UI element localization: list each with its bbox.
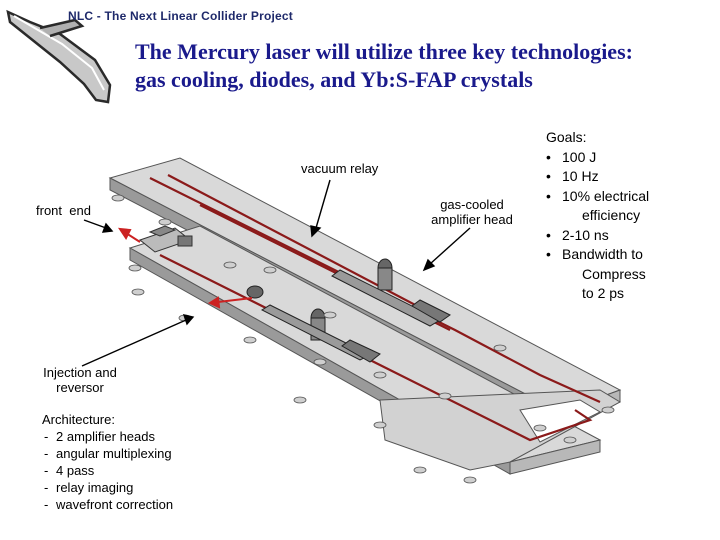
goal-item-continuation: Compress xyxy=(582,265,646,282)
amplifier-heads xyxy=(246,258,451,363)
logo-swoosh xyxy=(6,9,112,104)
label-arrows xyxy=(81,179,471,367)
label-injection-line-1: Injection and xyxy=(43,365,117,380)
title-line-2: gas cooling, diodes, and Yb:S-FAP crysta… xyxy=(135,67,533,92)
goals-list: 100 J 10 Hz 10% electrical efficiency 2-1… xyxy=(546,148,649,304)
label-gas-cooled-line-1: gas-cooled xyxy=(440,197,504,212)
header-text: NLC - The Next Linear Collider Project xyxy=(68,9,293,23)
goals-title: Goals: xyxy=(546,129,587,145)
label-vacuum-relay: vacuum relay xyxy=(301,161,379,176)
architecture-item: angular multiplexing xyxy=(42,445,173,462)
goal-item-text: Bandwidth to xyxy=(562,246,643,262)
goal-item-continuation: efficiency xyxy=(582,207,641,223)
architecture-item: 2 amplifier heads xyxy=(42,428,173,445)
label-gas-cooled-amplifier-head: gas-cooled amplifier head xyxy=(422,197,522,227)
architecture-item: wavefront correction xyxy=(42,496,173,513)
goal-item: 10 Hz xyxy=(546,167,649,187)
front-end-module xyxy=(138,225,193,253)
architecture-item: relay imaging xyxy=(42,479,173,496)
label-front-end: front end xyxy=(36,203,91,218)
red-arrows xyxy=(117,227,253,309)
goal-item: 2-10 ns xyxy=(546,226,649,246)
architecture-box: Architecture: 2 amplifier heads angular … xyxy=(42,411,173,513)
label-gas-cooled-line-2: amplifier head xyxy=(431,212,513,227)
goal-item-text: 10% electrical xyxy=(562,187,650,204)
page-title: The Mercury laser will utilize three key… xyxy=(135,38,695,94)
architecture-list: 2 amplifier heads angular multiplexing 4… xyxy=(42,428,173,513)
goal-item: Bandwidth to Compress to 2 ps xyxy=(546,245,649,304)
architecture-title: Architecture: xyxy=(42,412,115,427)
goals-box: Goals: 100 J 10 Hz 10% electrical efficie… xyxy=(546,128,649,304)
title-line-1: The Mercury laser will utilize three key… xyxy=(135,39,633,64)
label-injection-reversor: Injection and reversor xyxy=(36,365,124,395)
end-section xyxy=(379,389,622,471)
label-injection-line-2: reversor xyxy=(56,380,104,395)
goal-item-continuation: to 2 ps xyxy=(582,285,625,301)
goal-item: 100 J xyxy=(546,148,649,168)
goal-item: 10% electrical efficiency xyxy=(546,187,649,226)
architecture-item: 4 pass xyxy=(42,462,173,479)
